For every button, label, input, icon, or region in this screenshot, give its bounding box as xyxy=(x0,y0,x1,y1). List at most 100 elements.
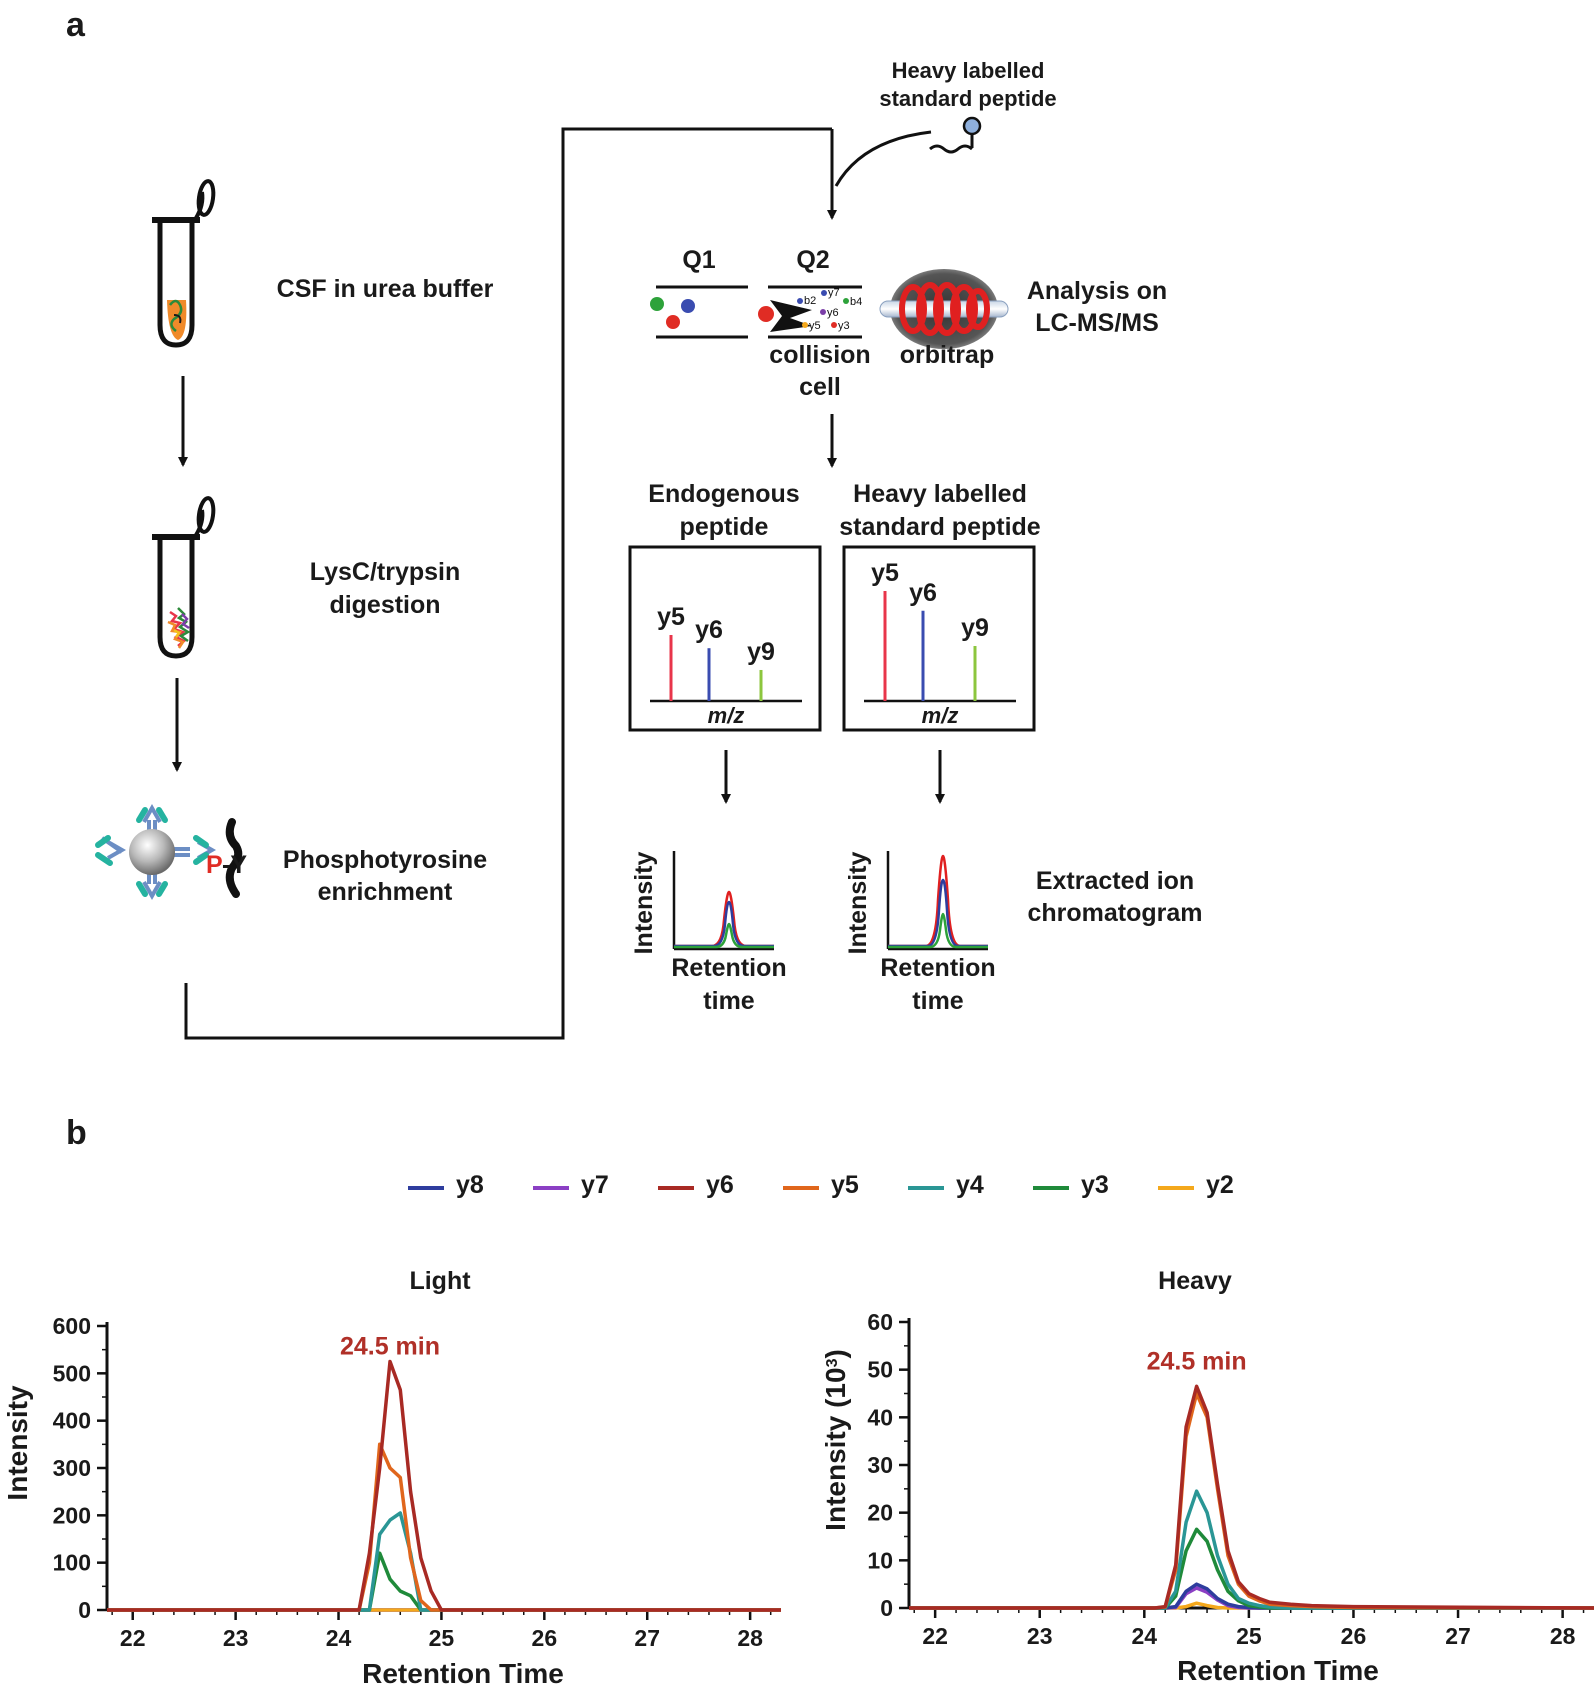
heavy-peptide-label-1: Heavy labelled xyxy=(892,58,1045,83)
spectrum-peak-label-y9: y9 xyxy=(961,614,989,642)
series-line-y3 xyxy=(107,1551,781,1612)
y-tick-label: 40 xyxy=(867,1404,893,1430)
endogenous-title-2: peptide xyxy=(680,513,769,541)
panel-b-label: b xyxy=(66,1114,87,1152)
orbitrap-icon xyxy=(879,269,1009,349)
x-tick-label: 25 xyxy=(1236,1623,1262,1649)
xic-endogenous-ylabel: Intensity xyxy=(630,852,658,955)
x-tick-label: 24 xyxy=(1132,1623,1158,1649)
x-tick-label: 23 xyxy=(223,1625,249,1651)
series-line-y5 xyxy=(909,1391,1594,1610)
ion-label-b2: b2 xyxy=(804,295,816,307)
phospho-p-label: P xyxy=(206,851,223,879)
step-digest-label-2: digestion xyxy=(329,591,440,619)
legend-label-y8: y8 xyxy=(456,1171,484,1199)
y-tick-label: 10 xyxy=(867,1547,893,1573)
x-tick-label: 27 xyxy=(1445,1623,1471,1649)
collision-cell-label-1: collision xyxy=(769,341,870,369)
x-tick-label: 28 xyxy=(737,1625,763,1651)
endogenous-spectrum-box xyxy=(628,545,822,732)
spectrum-peak-label-y5: y5 xyxy=(871,559,899,587)
ion-label-b4: b4 xyxy=(850,296,862,308)
y-tick-label: 20 xyxy=(867,1500,893,1526)
ion-dot-blue xyxy=(681,299,695,313)
legend: y8 y7 y6 y5 y4 y3 y2 xyxy=(408,1171,1234,1199)
legend-label-y2: y2 xyxy=(1206,1171,1234,1199)
y-tick-label: 50 xyxy=(867,1357,893,1383)
step-enrich-label-2: enrichment xyxy=(318,878,453,906)
heavy-ylabel: Intensity (103) xyxy=(820,1349,851,1531)
y-tick-label: 400 xyxy=(53,1408,91,1434)
legend-label-y3: y3 xyxy=(1081,1171,1109,1199)
legend-label-y6: y6 xyxy=(706,1171,734,1199)
analysis-label-1: Analysis on xyxy=(1027,277,1167,305)
heavy-peptide-label-2: standard peptide xyxy=(879,86,1056,111)
x-tick-label: 26 xyxy=(532,1625,558,1651)
heavy-title-2: standard peptide xyxy=(839,513,1041,541)
phospho-y-label: -Y xyxy=(222,851,247,879)
x-tick-label: 22 xyxy=(922,1623,948,1649)
heavy-peptide-icon xyxy=(929,116,982,154)
spectrum-peak-label-y6: y6 xyxy=(909,579,937,607)
q1-label: Q1 xyxy=(682,246,715,274)
x-tick-label: 24 xyxy=(326,1625,352,1651)
legend-label-y4: y4 xyxy=(956,1171,984,1199)
antibody-bead-icon xyxy=(95,803,243,901)
xic-endogenous-xlabel-1: Retention xyxy=(671,954,786,982)
light-xlabel: Retention Time xyxy=(362,1658,564,1689)
q2-label: Q2 xyxy=(796,246,829,274)
heavy-peptide-merge-line xyxy=(834,130,932,187)
ion-label-y3: y3 xyxy=(838,320,850,332)
y-tick-label: 100 xyxy=(53,1550,91,1576)
xic-side-label-2: chromatogram xyxy=(1027,899,1202,927)
ion-label-y6: y6 xyxy=(827,307,839,319)
series-line-y6 xyxy=(909,1384,1594,1610)
x-tick-label: 26 xyxy=(1341,1623,1367,1649)
xic-heavy-xlabel-2: time xyxy=(912,987,964,1015)
ion-dot-red xyxy=(666,315,680,329)
ion-dot-green xyxy=(650,297,664,311)
peak-annotation: 24.5 min xyxy=(1147,1348,1247,1376)
endogenous-mz-label: m/z xyxy=(708,703,745,728)
tube-icon-csf xyxy=(152,179,216,348)
analysis-label-2: LC-MS/MS xyxy=(1035,309,1159,337)
spectrum-peak-label-y9: y9 xyxy=(747,638,775,666)
heavy-title-1: Heavy labelled xyxy=(853,480,1027,508)
endogenous-spectrum-peaks: y5 y6 y9 xyxy=(657,603,775,701)
ion-label-y7: y7 xyxy=(828,287,840,299)
step-digest-label-1: LysC/trypsin xyxy=(310,558,461,586)
xic-heavy-plot xyxy=(886,851,988,951)
light-chart-title: Light xyxy=(409,1267,471,1295)
x-tick-label: 28 xyxy=(1550,1623,1576,1649)
legend-label-y7: y7 xyxy=(581,1171,609,1199)
y-tick-label: 60 xyxy=(867,1309,893,1335)
y-tick-label: 200 xyxy=(53,1502,91,1528)
spectrum-peak-label-y6: y6 xyxy=(695,616,723,644)
heavy-spectrum-peaks: y5 y6 y9 xyxy=(871,559,989,701)
collision-cell-label-2: cell xyxy=(799,373,841,401)
y-tick-label: 0 xyxy=(880,1595,893,1621)
y-tick-label: 30 xyxy=(867,1452,893,1478)
y-tick-label: 500 xyxy=(53,1360,91,1386)
xic-heavy-ylabel: Intensity xyxy=(844,852,872,955)
series-line-y4 xyxy=(107,1511,781,1612)
spectrum-peak-label-y5: y5 xyxy=(657,603,685,631)
step-csf-label: CSF in urea buffer xyxy=(277,275,494,303)
xic-endogenous-xlabel-2: time xyxy=(703,987,755,1015)
endogenous-title-1: Endogenous xyxy=(648,480,799,508)
x-tick-label: 22 xyxy=(120,1625,146,1651)
tube-icon-digest xyxy=(152,496,216,659)
ion-label-y5: y5 xyxy=(809,320,821,332)
xic-heavy-xlabel-1: Retention xyxy=(880,954,995,982)
y-tick-label: 0 xyxy=(78,1597,91,1623)
legend-label-y5: y5 xyxy=(831,1171,859,1199)
step-enrich-label-1: Phosphotyrosine xyxy=(283,846,487,874)
heavy-mz-label: m/z xyxy=(922,703,959,728)
light-ylabel: Intensity xyxy=(2,1385,33,1501)
xic-side-label-1: Extracted ion xyxy=(1036,867,1194,895)
panel-a-label: a xyxy=(66,6,86,44)
series-line-y5 xyxy=(107,1442,781,1612)
